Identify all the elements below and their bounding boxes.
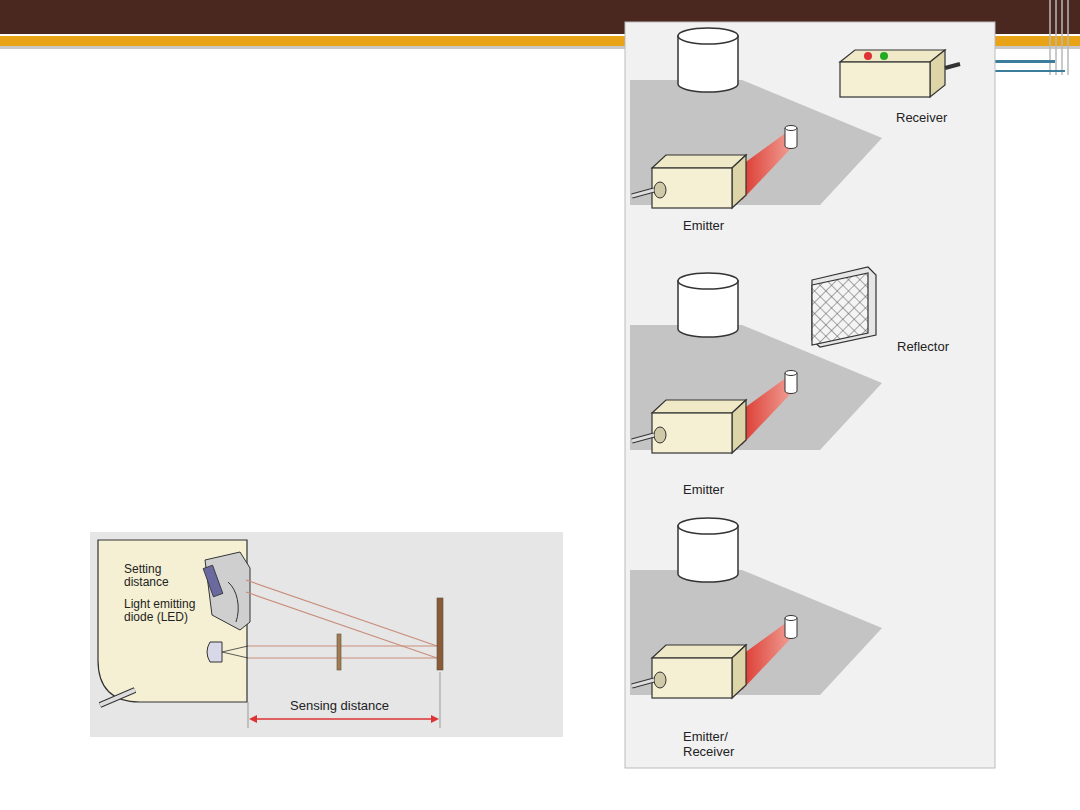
part-label: Emitter bbox=[683, 482, 773, 497]
dimension-label: Sensing distance bbox=[290, 698, 440, 713]
part-label: Reflector bbox=[897, 339, 987, 354]
annotation-label: Setting distance bbox=[124, 563, 186, 589]
part-label: Emitter/ Receiver bbox=[683, 729, 743, 759]
part-label: Receiver bbox=[896, 110, 986, 125]
annotation-label: Light emitting diode (LED) bbox=[124, 598, 196, 624]
part-label: Emitter bbox=[683, 218, 773, 233]
